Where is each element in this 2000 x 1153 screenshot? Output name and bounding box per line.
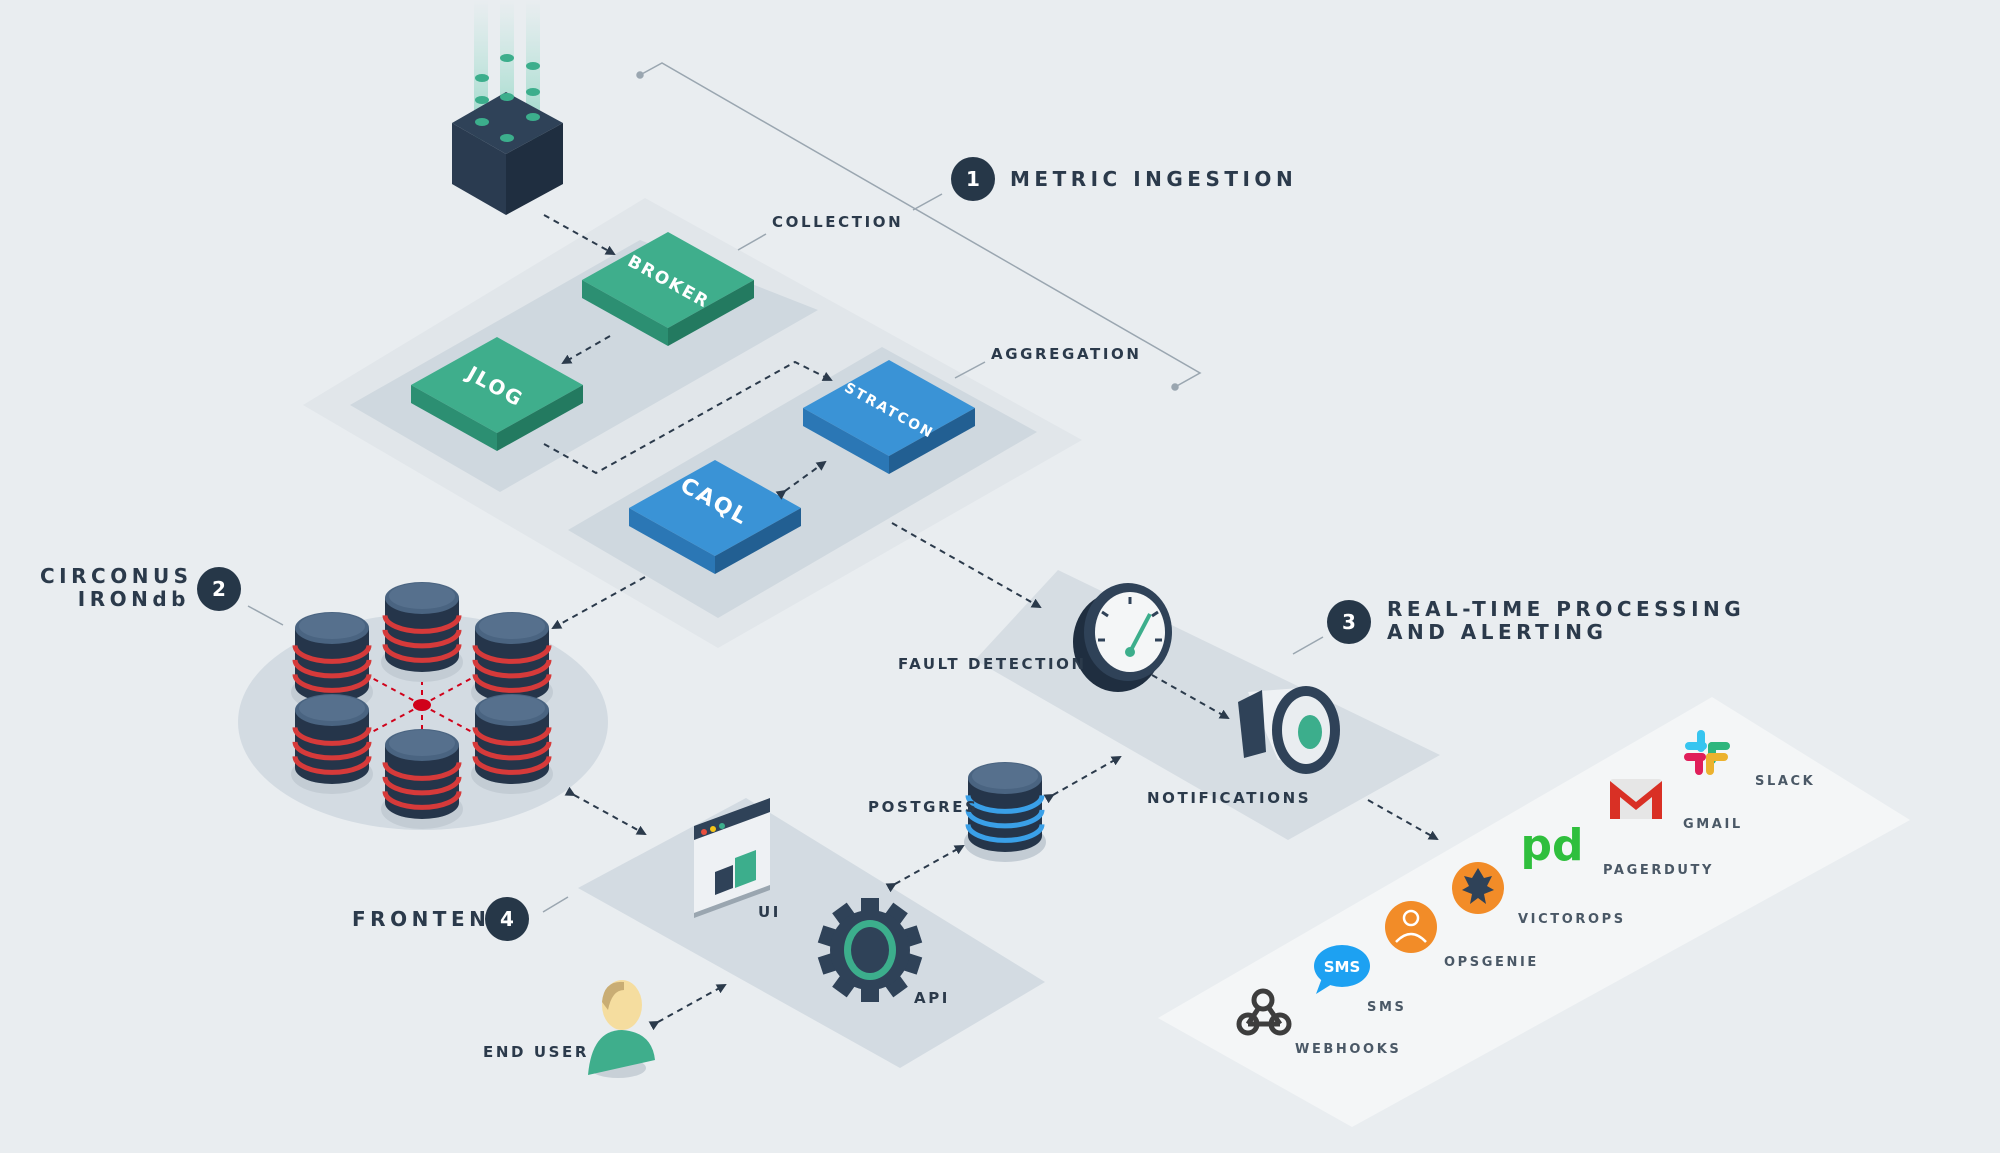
notifications-megaphone-icon	[1238, 686, 1340, 774]
api-gear-icon	[817, 898, 923, 1002]
notifications-label: NOTIFICATIONS	[1147, 789, 1312, 807]
section-4-badge: 4	[485, 897, 529, 941]
sms-icon: SMS	[1314, 945, 1370, 994]
integration-label-pagerduty: PAGERDUTY	[1603, 863, 1714, 878]
collection-label: COLLECTION	[772, 213, 904, 231]
section-2-badge: 2	[197, 567, 241, 611]
irondb-node-icon	[381, 582, 463, 682]
metric-ingestion-bracket	[636, 62, 1202, 391]
caql-block[interactable]: CAQL	[629, 460, 801, 574]
end-user-icon	[588, 980, 655, 1078]
collection-leader	[737, 233, 767, 251]
connectors	[543, 214, 1439, 1031]
irondb-title-line1: CIRCONUS	[40, 564, 193, 588]
slack-icon	[1684, 730, 1730, 775]
irondb-leader	[247, 605, 284, 626]
end-user-label: END USER	[483, 1043, 590, 1061]
postgres-database-icon	[964, 762, 1046, 862]
frontend-title: FRONTEND	[352, 907, 512, 931]
opsgenie-icon	[1385, 901, 1437, 953]
svg-text:SMS: SMS	[1324, 958, 1361, 976]
fault-detection-gauge-icon	[1073, 583, 1172, 692]
integration-label-victorops: VICTOROPS	[1518, 912, 1626, 927]
irondb-cluster	[371, 660, 473, 750]
integration-label-gmail: GMAIL	[1683, 817, 1743, 832]
ui-label: UI	[758, 903, 781, 921]
gmail-icon	[1610, 779, 1662, 819]
integration-label-slack: SLACK	[1755, 774, 1816, 789]
ui-window-icon	[694, 798, 770, 918]
section-3-badge: 3	[1327, 600, 1371, 644]
victorops-icon	[1452, 862, 1504, 914]
integrations-platform	[1158, 697, 1910, 1127]
postgres-label: POSTGRES	[868, 798, 979, 816]
frontend-leader	[542, 896, 569, 913]
integration-label-webhooks: WEBHOOKS	[1295, 1042, 1402, 1057]
webhooks-icon	[1236, 988, 1292, 1036]
irondb-node-icon	[471, 694, 553, 794]
broker-block[interactable]: BROKER	[582, 232, 754, 346]
metric-ingestion-title: METRIC INGESTION	[1010, 167, 1298, 191]
integration-label-opsgenie: OPSGENIE	[1444, 955, 1539, 970]
aggregation-leader	[954, 361, 986, 379]
api-label: API	[914, 989, 950, 1007]
realtime-leader	[1292, 636, 1324, 655]
irondb-node-icon	[381, 729, 463, 829]
section-1-badge: 1	[951, 157, 995, 201]
aggregation-label: AGGREGATION	[991, 345, 1142, 363]
realtime-title-line2: AND ALERTING	[1387, 620, 1608, 644]
jlog-block[interactable]: JLOG	[411, 337, 583, 451]
stratcon-block[interactable]: STRATCON	[803, 360, 975, 474]
pagerduty-icon: pd	[1521, 820, 1584, 871]
data-source-icon	[452, 0, 563, 215]
irondb-title-line2: IRONdb	[77, 587, 190, 611]
integration-label-sms: SMS	[1367, 1000, 1407, 1015]
realtime-title-line1: REAL-TIME PROCESSING	[1387, 597, 1746, 621]
fault-detection-label: FAULT DETECTION	[898, 655, 1087, 673]
irondb-node-icon	[291, 694, 373, 794]
